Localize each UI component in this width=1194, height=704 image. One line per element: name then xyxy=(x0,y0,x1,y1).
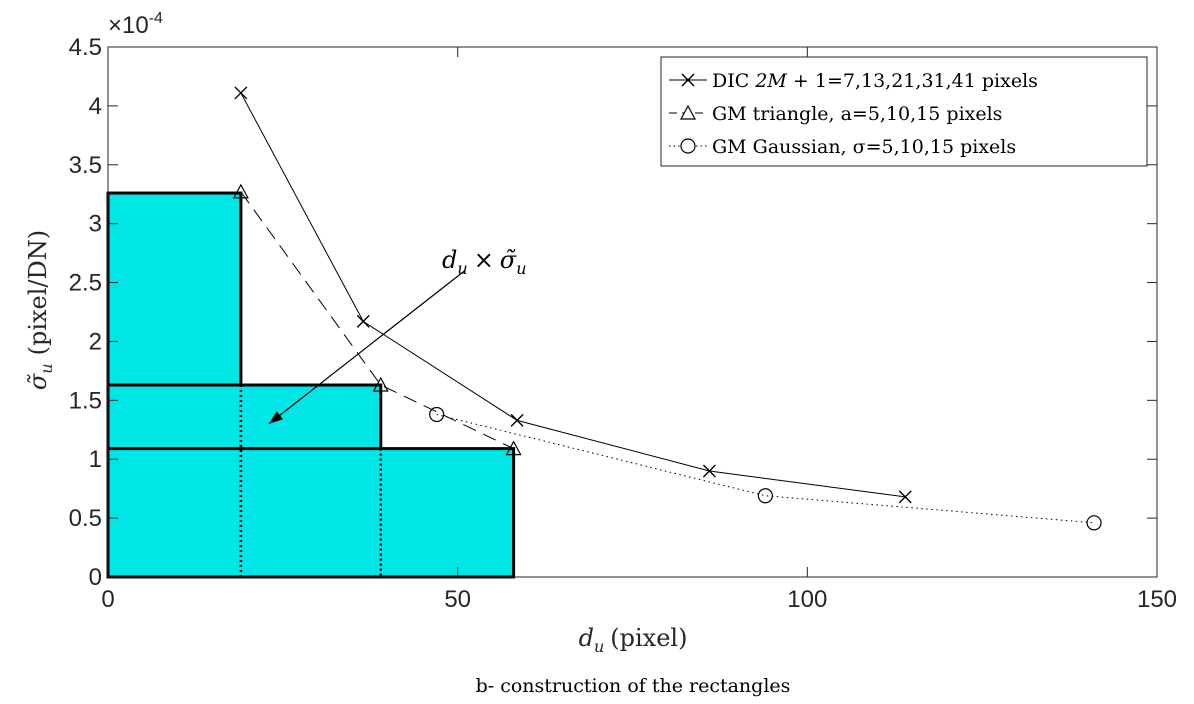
y-tick-label: 4 xyxy=(89,93,102,120)
plot-frame xyxy=(107,46,1158,578)
annotation-label: du×σ̃u xyxy=(442,246,527,278)
series-line-3 xyxy=(436,413,1095,524)
annotation-arrow-head xyxy=(268,411,283,424)
point-circle-marker xyxy=(429,406,445,423)
legend-label-gaussian: GM Gaussian, σ=5,10,15 pixels xyxy=(712,136,1016,158)
x-tick-label: 100 xyxy=(787,586,827,613)
y-tick-label: 3 xyxy=(89,211,102,238)
y-tick-label: 2.5 xyxy=(69,270,102,297)
axes-layer: 0 50 100 150 0 0.5 1 1.5 2 2.5 3 3.5 4 4.5 xyxy=(69,34,1177,613)
point-triangle-marker xyxy=(232,183,249,199)
x-axis-label: du(pixel) xyxy=(579,624,688,656)
series-line-2 xyxy=(240,191,514,450)
y-tick-label: 0.5 xyxy=(69,505,102,532)
legend: DIC 2M + 1=7,13,21,31,41 pixels GM trian… xyxy=(660,56,1148,167)
point-triangle-marker xyxy=(505,440,522,456)
legend-marker-x xyxy=(681,73,695,87)
y-tick-label: 0 xyxy=(89,564,102,591)
legend-entry-triangle: GM triangle, a=5,10,15 pixels xyxy=(669,103,1002,125)
annotation-arrow-shaft xyxy=(268,270,466,425)
rectangle-3 xyxy=(106,447,516,579)
legend-box xyxy=(660,56,1148,167)
legend-marker-circle xyxy=(680,138,696,154)
y-tick-label: 4.5 xyxy=(69,34,102,61)
legend-label-dic: DIC 2M + 1=7,13,21,31,41 pixels xyxy=(712,70,1038,92)
point-circle-marker xyxy=(757,488,773,504)
legend-entry-gaussian: GM Gaussian, σ=5,10,15 pixels xyxy=(669,136,1016,158)
y-tick-label: 1 xyxy=(89,446,102,473)
y-axis-label: σ̃u(pixel/DN) xyxy=(24,230,56,390)
x-tick-label: 50 xyxy=(444,586,471,613)
point-x-marker xyxy=(702,464,716,478)
legend-entry-dic: DIC 2M + 1=7,13,21,31,41 pixels xyxy=(669,70,1038,92)
point-x-marker xyxy=(510,413,524,427)
series-layer xyxy=(232,86,1102,531)
legend-marker-triangle xyxy=(679,104,697,120)
y-tick-label: 2 xyxy=(89,328,102,355)
point-x-marker xyxy=(234,86,248,100)
caption: b- construction of the rectangles xyxy=(476,675,791,697)
annotation-arrow xyxy=(268,270,466,425)
x-tick-label: 150 xyxy=(1137,586,1177,613)
y-exponent-label: ×10-4 xyxy=(108,10,163,39)
point-triangle-marker xyxy=(372,376,389,392)
x-tick-label: 0 xyxy=(101,586,114,613)
y-tick-label: 3.5 xyxy=(69,152,102,179)
rectangles-layer xyxy=(106,191,516,579)
point-x-marker xyxy=(356,314,370,328)
legend-label-triangle: GM triangle, a=5,10,15 pixels xyxy=(712,103,1002,125)
point-x-marker xyxy=(898,490,912,504)
y-tick-label: 1.5 xyxy=(69,387,102,414)
point-circle-marker xyxy=(1086,515,1102,531)
